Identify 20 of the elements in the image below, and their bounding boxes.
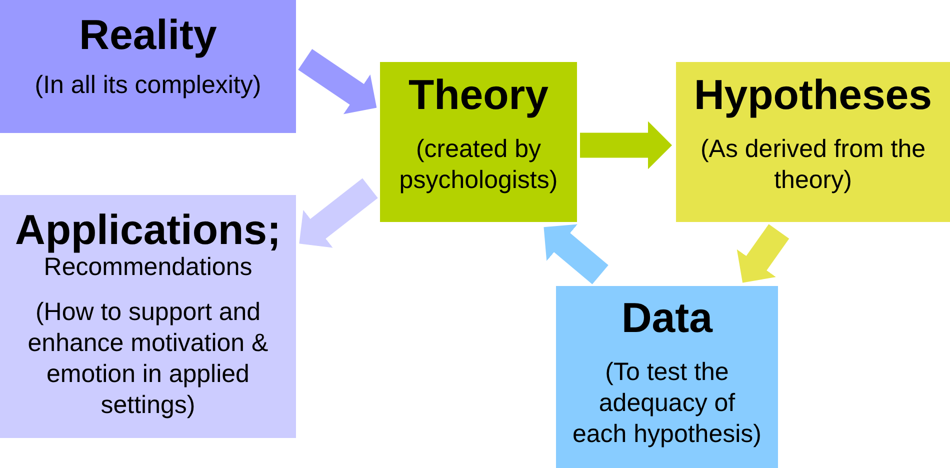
concept-box xyxy=(556,286,778,468)
box-heading: Theory xyxy=(407,71,550,119)
box-text: (How to support and enhance motivation & emotion in applied settings) xyxy=(26,297,270,421)
box-text: (In all its complexity) xyxy=(34,70,262,101)
block-arrow xyxy=(544,224,608,284)
box-heading: Hypotheses xyxy=(692,71,934,119)
box-heading: Data xyxy=(620,294,714,342)
concept-box xyxy=(0,195,296,438)
concept-box xyxy=(0,0,296,133)
box-text: Recommendations xyxy=(42,253,254,283)
block-arrow xyxy=(298,49,377,114)
box-heading: Reality xyxy=(78,11,218,59)
box-text: (As derived from the theory) xyxy=(699,134,927,196)
box-text: (To test the adequacy of each hypothesis) xyxy=(571,357,762,450)
box-text: (created by psychologists) xyxy=(398,134,559,196)
block-arrow xyxy=(736,224,790,283)
concept-box xyxy=(676,62,950,222)
block-arrow xyxy=(580,121,672,170)
concept-box xyxy=(380,62,577,222)
box-heading: Applications; xyxy=(14,206,282,254)
